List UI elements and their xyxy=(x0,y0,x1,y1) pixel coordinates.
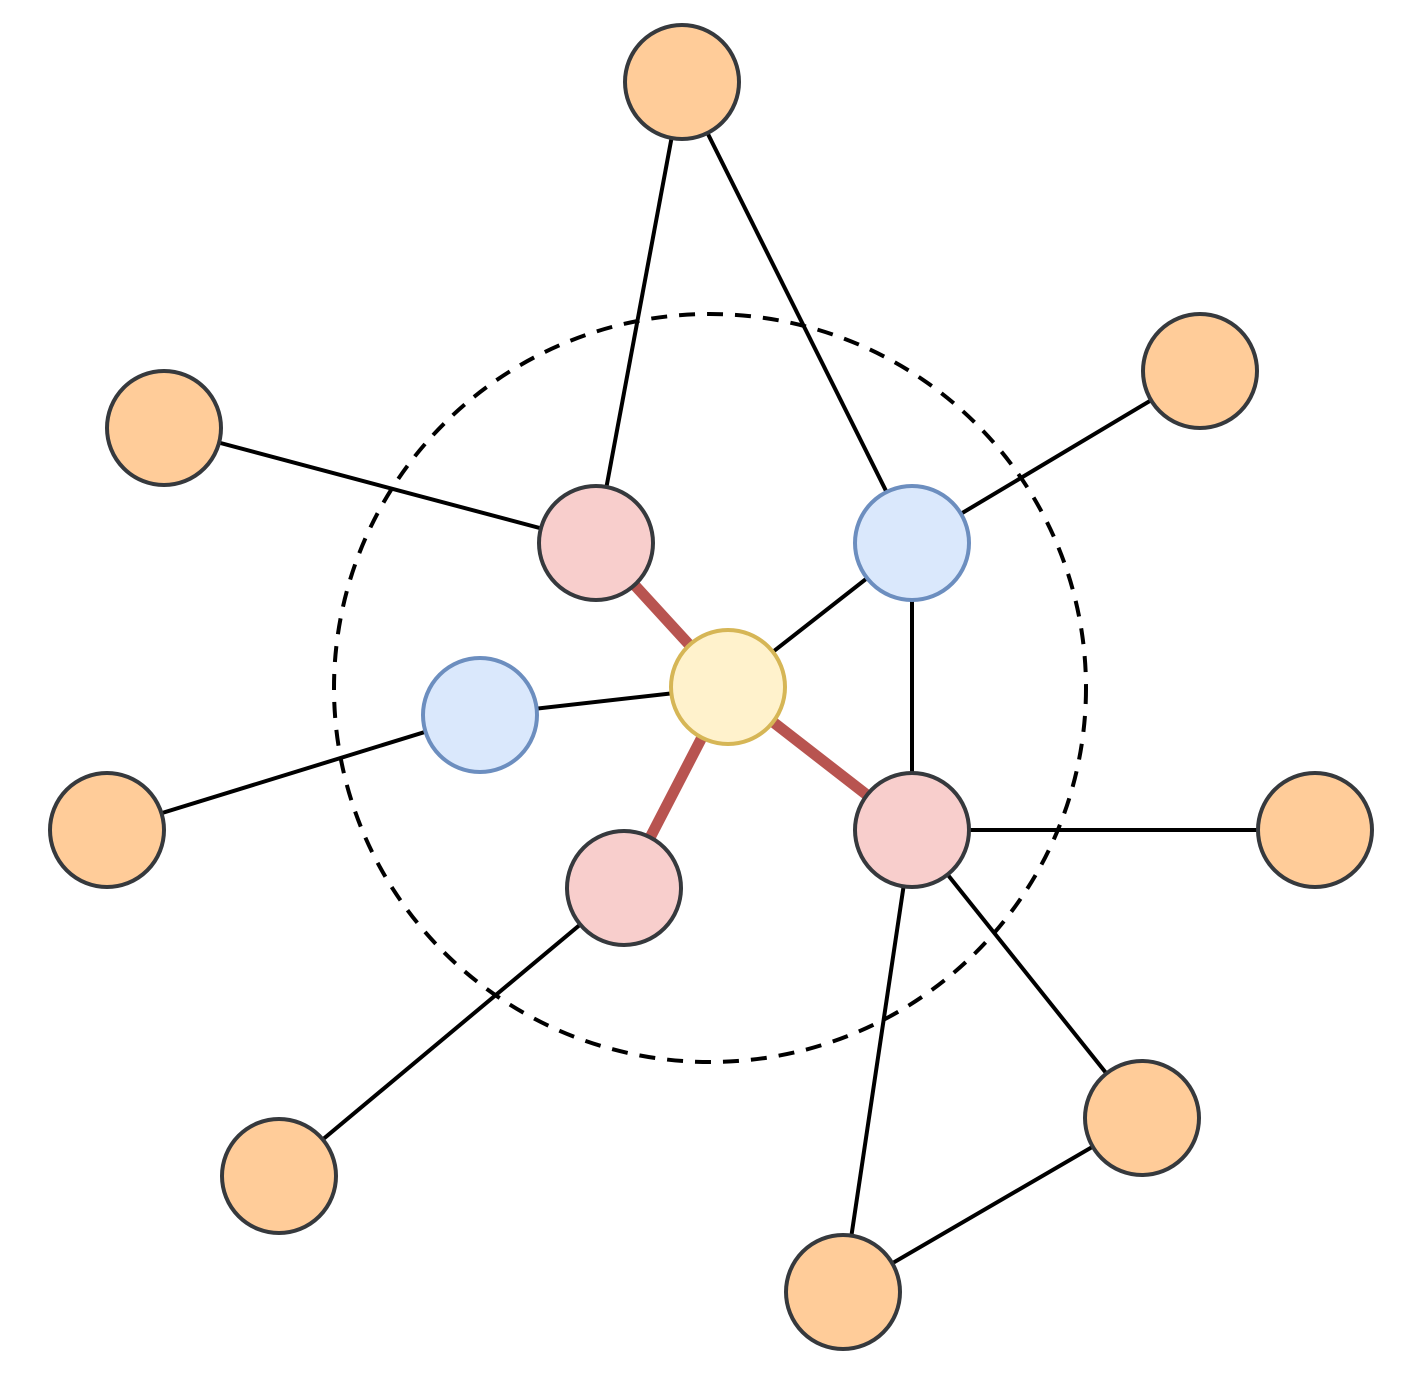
node-orange-top xyxy=(623,23,741,141)
edge-red-right-to-orange-bottom xyxy=(841,829,914,1293)
node-red-top-left xyxy=(537,484,655,602)
edge-red-right-to-orange-bottom-right xyxy=(910,828,1144,1120)
node-orange-bottom-left xyxy=(220,1117,338,1235)
node-orange-right-upper xyxy=(1141,312,1259,430)
node-blue-right xyxy=(853,484,971,602)
node-orange-left-upper xyxy=(105,369,223,487)
edge-red-top-left-to-orange-top xyxy=(594,81,684,544)
node-red-bottom xyxy=(565,829,683,947)
node-orange-right xyxy=(1256,771,1374,889)
node-orange-bottom-right xyxy=(1083,1059,1201,1177)
edge-red-bottom-to-orange-bottom-left xyxy=(277,886,626,1178)
edge-blue-right-to-orange-top xyxy=(680,81,914,544)
node-red-right xyxy=(853,771,971,889)
node-blue-left xyxy=(421,656,539,774)
nodes-layer xyxy=(48,23,1374,1351)
edge-blue-left-to-orange-left xyxy=(106,713,481,832)
node-orange-left xyxy=(48,771,166,889)
edge-red-top-left-to-orange-left-upper xyxy=(163,426,597,545)
node-orange-bottom xyxy=(784,1233,902,1351)
neighborhood-boundary xyxy=(332,312,1088,1064)
node-center xyxy=(669,628,787,746)
